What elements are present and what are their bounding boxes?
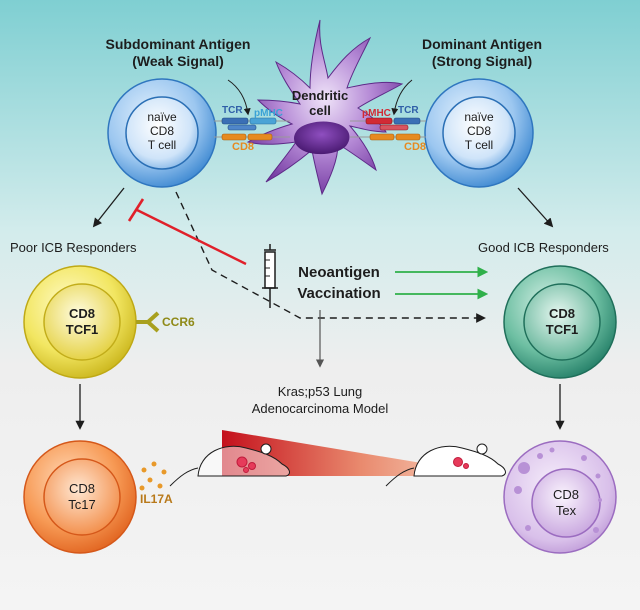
arrow-naive-right-to-good: [517, 187, 554, 228]
mouse-left-icon: [169, 443, 290, 487]
cd8-tc17-cell: [23, 440, 137, 554]
label-naive-right: naïve CD8 T cell: [464, 110, 494, 152]
synapse-left: [214, 79, 290, 141]
arrow-naive-left-to-poor: [92, 187, 125, 228]
syringe-icon: [262, 244, 278, 308]
naive-t-cell-right: [424, 78, 534, 188]
label-pmhc-right: pMHC: [362, 108, 391, 119]
label-cd8-tc17: CD8 Tc17: [68, 481, 96, 512]
antigen-pointer-right: [391, 79, 413, 116]
label-kras-p53-model: Kras;p53 Lung Adenocarcinoma Model: [251, 384, 389, 416]
naive-t-cell-left: [107, 78, 217, 188]
dendritic-nucleus: [294, 121, 350, 155]
label-dendritic-cell: Dendritic cell: [291, 88, 349, 118]
label-pmhc-left: pMHC: [254, 108, 283, 119]
label-tcr-right: TCR: [398, 105, 419, 116]
dendritic-cell: [246, 19, 404, 196]
label-il17a: IL17A: [140, 492, 173, 506]
mouse-right-icon: [385, 443, 506, 487]
label-dominant-antigen: Dominant Antigen (Strong Signal): [421, 36, 543, 69]
label-green-cd8-tcf1: CD8 TCF1: [545, 306, 579, 337]
cd8-tex-cell: [503, 440, 617, 554]
label-yellow-cd8-tcf1: CD8 TCF1: [65, 306, 99, 337]
label-cd8-tex: CD8 Tex: [552, 487, 579, 518]
label-subdominant-antigen: Subdominant Antigen (Weak Signal): [105, 36, 251, 69]
antigen-pointer-left: [227, 79, 251, 116]
label-naive-left: naïve CD8 T cell: [147, 110, 177, 152]
cd8-tcf1-cell-yellow: [23, 265, 137, 379]
label-tcr-left: TCR: [222, 105, 243, 116]
cd8-tcf1-cell-green: [503, 265, 617, 379]
label-ccr6: CCR6: [162, 315, 195, 329]
label-cd8-right: CD8: [404, 141, 427, 153]
inhibition-line: [127, 198, 247, 266]
ccr6-receptor-icon: [136, 311, 160, 333]
synapse-right: [350, 79, 426, 141]
dashed-arrow-to-good: [175, 191, 486, 323]
label-neoantigen-vaccination: Neoantigen Vaccination: [297, 264, 381, 302]
label-good-icb-responders: Good ICB Responders: [478, 240, 609, 255]
label-poor-icb-responders: Poor ICB Responders: [10, 240, 137, 255]
il17a-cytokine-dots: [139, 461, 167, 491]
label-cd8-left: CD8: [232, 141, 255, 153]
